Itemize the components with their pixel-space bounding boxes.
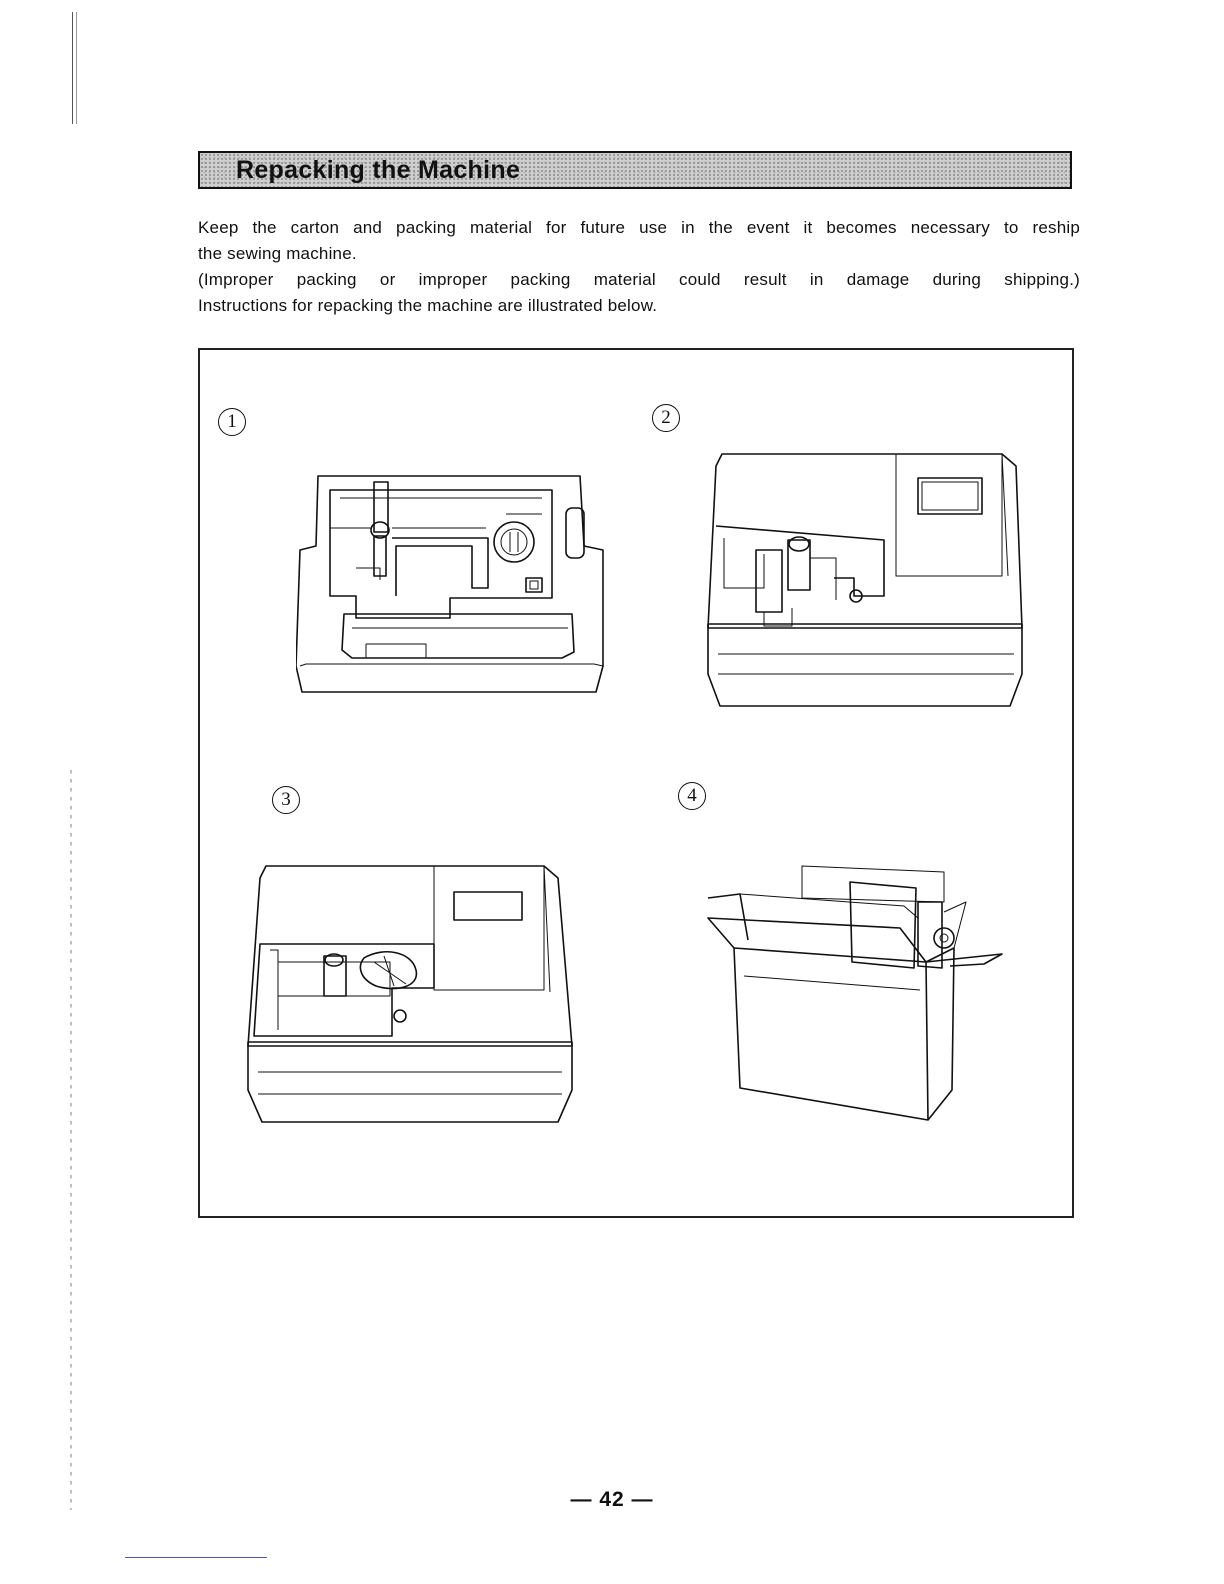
page-number: — 42 — <box>0 1488 1224 1512</box>
step-2-number: 2 <box>652 404 680 432</box>
scan-margin-dots <box>70 770 72 1510</box>
section-title: Repacking the Machine <box>236 156 520 185</box>
step-3-illustration <box>244 860 580 1128</box>
intro-line-2: the sewing machine. <box>198 241 1080 267</box>
machine-in-tray-icon <box>296 468 608 698</box>
step-1-number: 1 <box>218 408 246 436</box>
intro-line-3: (Improper packing or improper packing ma… <box>198 267 1080 293</box>
intro-line-1: Keep the carton and packing material for… <box>198 215 1080 241</box>
section-title-bar: Repacking the Machine <box>198 151 1072 189</box>
carton-box-icon <box>704 858 1008 1124</box>
step-2-illustration <box>704 448 1032 712</box>
footer-rule <box>125 1557 267 1558</box>
machine-with-accessories-icon <box>244 860 580 1128</box>
machine-with-cover-icon <box>704 448 1032 712</box>
step-3-number: 3 <box>272 786 300 814</box>
intro-text: Keep the carton and packing material for… <box>198 215 1080 319</box>
step-4-illustration <box>704 858 1008 1124</box>
step-1-illustration <box>296 468 608 698</box>
scan-edge-mark <box>72 12 77 124</box>
intro-line-4: Instructions for repacking the machine a… <box>198 293 1080 319</box>
step-4-number: 4 <box>678 782 706 810</box>
repacking-figure: 1 <box>198 348 1074 1218</box>
